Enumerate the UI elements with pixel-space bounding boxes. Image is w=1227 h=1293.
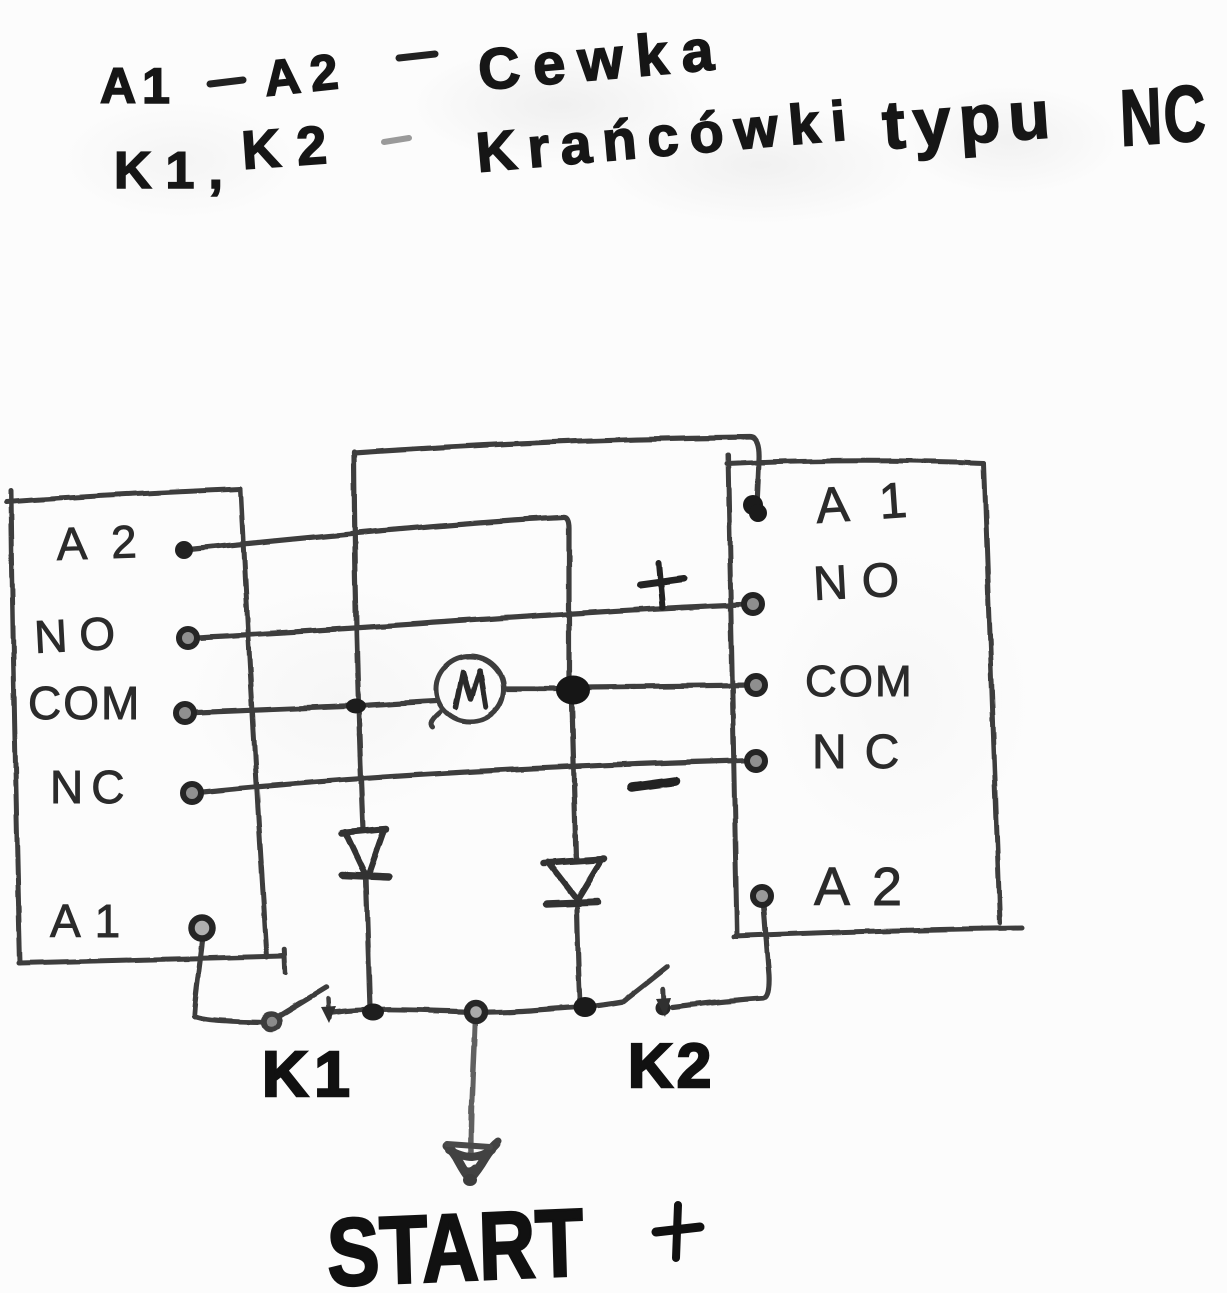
svg-text:NC: NC [50, 761, 132, 813]
svg-text:A1: A1 [100, 58, 176, 114]
svg-text:NC: NC [812, 726, 917, 779]
svg-text:typu: typu [880, 76, 1060, 164]
svg-text:A1: A1 [50, 895, 134, 947]
svg-text:K2: K2 [240, 114, 345, 181]
svg-text:A1: A1 [814, 470, 939, 534]
svg-text:NC: NC [1118, 68, 1209, 163]
svg-text:NO: NO [812, 553, 915, 611]
svg-text:COM: COM [805, 657, 914, 706]
svg-text:A2: A2 [261, 42, 350, 106]
svg-text:K2: K2 [628, 1032, 715, 1101]
svg-text:COM: COM [28, 677, 141, 729]
svg-text:A2: A2 [814, 857, 924, 917]
svg-text:A2: A2 [56, 514, 162, 570]
svg-text:START: START [326, 1189, 585, 1293]
svg-text:NO: NO [33, 606, 129, 663]
svg-text:K1,: K1, [114, 142, 237, 200]
svg-text:K1: K1 [262, 1038, 356, 1110]
